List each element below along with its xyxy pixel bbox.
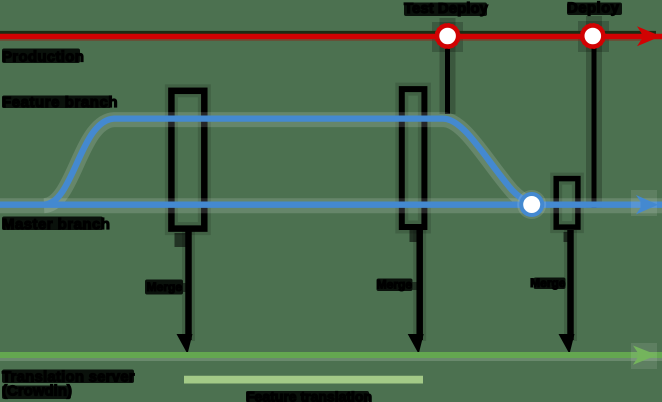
svg-text:Master branch: Master branch [2, 216, 110, 233]
svg-text:Feature translation: Feature translation [246, 389, 372, 402]
svg-text:Test Deploy: Test Deploy [404, 0, 489, 17]
svg-text:(Crowdin): (Crowdin) [2, 383, 72, 400]
svg-text:Translation server: Translation server [2, 369, 135, 386]
svg-text:Merge: Merge [530, 276, 566, 290]
svg-text:Merge: Merge [147, 280, 183, 294]
svg-text:Production: Production [2, 49, 84, 66]
svg-text:Merge: Merge [377, 278, 413, 292]
svg-text:Feature branch: Feature branch [2, 94, 118, 111]
svg-text:Deploy: Deploy [567, 0, 620, 17]
